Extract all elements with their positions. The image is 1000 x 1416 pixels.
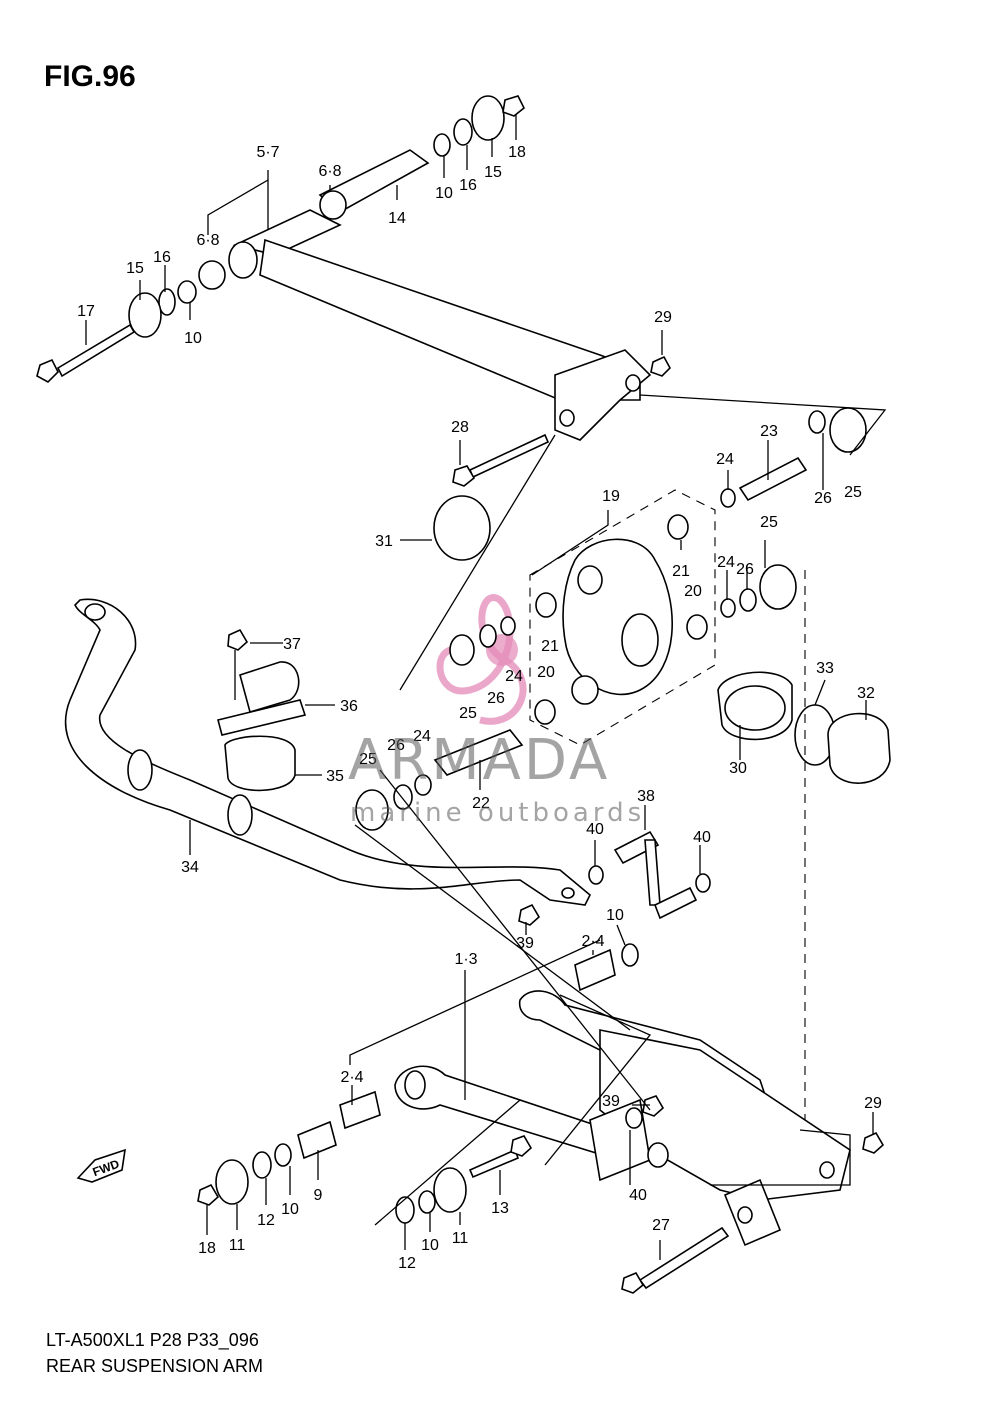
callout: 16 — [153, 249, 171, 266]
callout: 17 — [77, 303, 95, 320]
callout: 34 — [181, 859, 199, 876]
callout: 1·3 — [454, 951, 477, 968]
callout: 40 — [693, 829, 711, 846]
callout: 22 — [472, 795, 490, 812]
figure-title: FIG.96 — [44, 60, 136, 93]
callout: 10 — [421, 1237, 439, 1254]
callout: 12 — [398, 1255, 416, 1272]
hub-parts — [717, 407, 891, 1160]
callout: 25 — [844, 484, 862, 501]
callout: 31 — [375, 533, 393, 550]
leader-lines — [85, 115, 887, 1260]
callout: 11 — [229, 1237, 246, 1254]
callout: 12 — [257, 1212, 275, 1229]
callout: 15 — [126, 260, 144, 277]
diagram-name: REAR SUSPENSION ARM — [46, 1356, 264, 1376]
callout: 23 — [760, 423, 778, 440]
callout: 37 — [283, 636, 301, 653]
callout: 24 — [717, 554, 735, 571]
lower-hardware — [197, 943, 885, 1294]
watermark-brand: ARMADA — [348, 728, 611, 793]
stabilizer-bar — [64, 598, 591, 906]
callout: 15 — [484, 164, 502, 181]
callout: 24 — [413, 728, 431, 745]
callout: 26 — [736, 561, 754, 578]
callout: 32 — [857, 685, 875, 702]
callout: 40 — [586, 821, 604, 838]
watermark-tagline: marine outboards — [350, 798, 646, 828]
callout: 30 — [729, 760, 747, 777]
callout: 26 — [387, 737, 405, 754]
callout: 20 — [684, 583, 702, 600]
callout: 24 — [505, 668, 523, 685]
callout: 40 — [629, 1187, 647, 1204]
model-code: LT-A500XL1 P28 P33_096 — [46, 1330, 259, 1350]
callout: 33 — [816, 660, 834, 677]
upper-hardware — [36, 95, 671, 487]
knuckle-housing — [433, 489, 716, 746]
callout: 39 — [602, 1093, 620, 1110]
callout: 27 — [652, 1217, 670, 1234]
center-bushings — [355, 729, 524, 831]
callout: 29 — [654, 309, 672, 326]
callout: 10 — [435, 185, 453, 202]
callout: 9 — [314, 1187, 323, 1204]
link-rod — [518, 830, 711, 926]
callout: 38 — [637, 788, 655, 805]
callout: 2·4 — [581, 933, 604, 950]
callout: 14 — [388, 210, 406, 227]
upper-arm — [228, 209, 652, 441]
callout: 28 — [451, 419, 469, 436]
callout: 20 — [537, 664, 555, 681]
callout: 21 — [541, 638, 559, 655]
callout: 10 — [281, 1201, 299, 1218]
callout: 18 — [508, 144, 526, 161]
callout: 18 — [198, 1240, 216, 1257]
callout: 25 — [760, 514, 778, 531]
callout: 26 — [814, 490, 832, 507]
callout-labels: 1·3 2·4 2·4 5·7 6·8 6·8 9 10 10 10 10 10… — [77, 144, 882, 1272]
callout: 29 — [864, 1095, 882, 1112]
callout: 35 — [326, 768, 344, 785]
callout: 26 — [487, 690, 505, 707]
callout: 6·8 — [196, 232, 219, 249]
callout: 5·7 — [256, 144, 279, 161]
callout: 24 — [716, 451, 734, 468]
callout: 11 — [452, 1230, 469, 1247]
callout: 39 — [516, 935, 534, 952]
callout: 10 — [606, 907, 624, 924]
fwd-direction-arrow: FWD — [76, 1148, 126, 1183]
callout: 25 — [359, 751, 377, 768]
callout: 2·4 — [340, 1069, 363, 1086]
callout: 6·8 — [318, 163, 341, 180]
callout: 36 — [340, 698, 358, 715]
callout: 16 — [459, 177, 477, 194]
callout: 25 — [459, 705, 477, 722]
callout: 10 — [184, 330, 202, 347]
callout: 13 — [491, 1200, 509, 1217]
callout: 19 — [602, 488, 620, 505]
lower-arm — [394, 990, 851, 1247]
callout: 21 — [672, 563, 690, 580]
